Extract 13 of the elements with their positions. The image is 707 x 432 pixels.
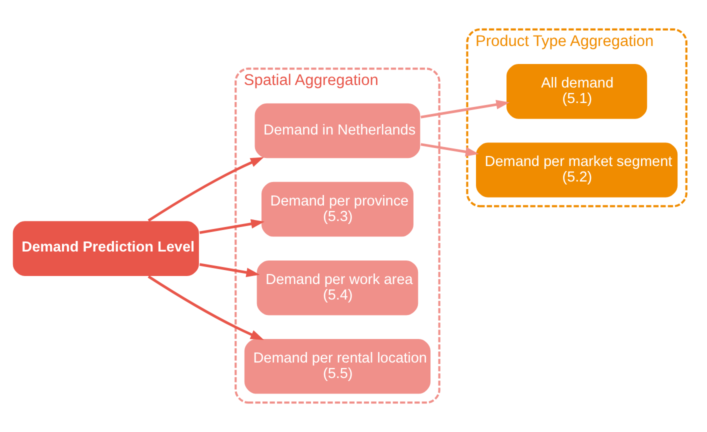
node-box: All demand (5.1) xyxy=(505,63,648,120)
node-box: Demand per market segment (5.2) xyxy=(474,142,679,198)
node-box: Demand per province (5.3) xyxy=(260,180,414,238)
arrow xyxy=(148,275,264,340)
arrow xyxy=(420,143,480,156)
arrow xyxy=(420,100,510,118)
node-box: Demand in Netherlands xyxy=(254,102,422,160)
arrow xyxy=(199,219,265,234)
node-box: Demand per work area (5.4) xyxy=(256,259,420,316)
node-box: Demand Prediction Level xyxy=(12,220,200,277)
node-box: Demand per rental location (5.5) xyxy=(243,338,432,395)
arrow xyxy=(199,263,260,278)
arrow xyxy=(148,157,264,222)
